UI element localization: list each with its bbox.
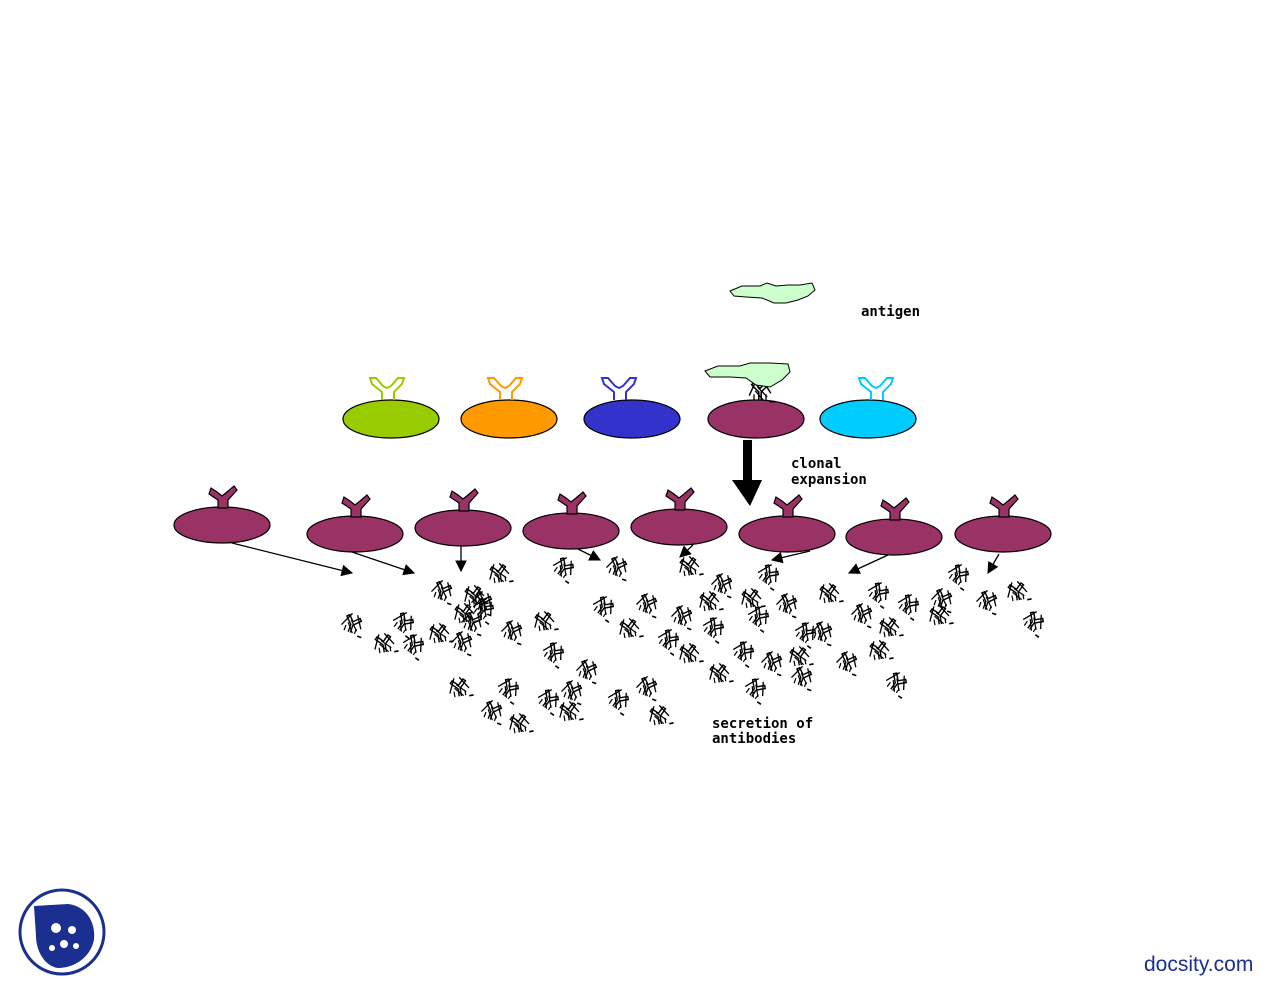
antibody-icon	[371, 630, 400, 656]
antibody-icon	[478, 697, 509, 726]
naive-cell-orange	[460, 377, 558, 439]
antibody-icon	[556, 698, 585, 724]
expansion-label: expansion	[791, 472, 867, 488]
antibody-icon	[589, 591, 622, 624]
antibody-icon	[338, 610, 369, 639]
antibody-icon	[848, 600, 879, 629]
antibody-icon	[926, 602, 955, 628]
antibody-icon	[699, 612, 732, 645]
antibody-icon	[676, 640, 705, 666]
antibody-icon	[1019, 606, 1052, 639]
docsity-brand-link[interactable]: docsity.com	[1144, 953, 1254, 976]
antibody-icon	[549, 552, 582, 585]
antibody-icon	[426, 620, 455, 646]
antibody-icon	[494, 673, 527, 706]
antibody-icon	[633, 590, 664, 619]
selected-cell	[704, 362, 805, 439]
antibody-icon	[558, 677, 589, 706]
antibody-icon	[668, 602, 699, 631]
antibody-icon	[729, 636, 762, 669]
antibody-icon	[539, 637, 572, 670]
antibody-icon	[864, 577, 897, 610]
receptor-icon	[600, 377, 638, 400]
antibody-icon	[773, 590, 804, 619]
naive-cell-blue	[583, 377, 681, 439]
antibody-icon	[486, 560, 515, 586]
receptor-icon	[368, 377, 406, 400]
expanded-clones	[173, 485, 1052, 556]
antibody-icon	[603, 553, 634, 582]
receptor-icon	[857, 377, 895, 400]
clone-cell	[738, 494, 836, 553]
antigen-icon	[729, 282, 816, 304]
naive-cell-cyan	[819, 377, 917, 439]
antibody-icon	[531, 608, 560, 634]
clone-cell	[173, 485, 271, 544]
naive-cell-green	[342, 377, 440, 439]
antibody-icon	[894, 589, 927, 622]
antibody-icon	[816, 580, 845, 606]
clone-cell	[414, 488, 512, 547]
antibody-icon	[633, 673, 664, 702]
antibody-icon	[448, 628, 479, 657]
antibody-icon	[741, 673, 774, 706]
clone-cell	[845, 497, 943, 556]
antibody-icon	[758, 648, 789, 677]
antibody-icon	[866, 637, 895, 663]
antibody-icon	[389, 607, 422, 640]
antibody-icon	[754, 559, 787, 592]
bound-antigen-icon	[704, 362, 791, 388]
clone-cell	[630, 487, 728, 546]
docsity-logo-icon	[18, 888, 106, 976]
antibody-icon	[573, 656, 604, 685]
clone-cell	[522, 491, 620, 550]
antibody-icon	[833, 648, 864, 677]
antibody-icon	[944, 559, 977, 592]
antibody-icon	[706, 660, 735, 686]
secreted-antibodies	[338, 552, 1052, 736]
clone-cell	[306, 494, 404, 553]
antibodies-label: antibodies	[712, 731, 797, 747]
antibody-icon	[876, 614, 905, 640]
antibody-icon	[446, 674, 475, 700]
antibody-icon	[498, 617, 529, 646]
antibody-icon	[973, 587, 1004, 616]
antibody-icon	[646, 702, 675, 728]
antigen-label: antigen	[861, 304, 921, 320]
antibody-icon	[604, 684, 637, 717]
receptor-icon	[486, 377, 524, 400]
antibody-icon	[399, 629, 432, 662]
antibody-icon	[1004, 578, 1033, 604]
clonal-label: clonal	[791, 456, 842, 472]
antibody-icon	[654, 624, 687, 657]
antibody-icon	[788, 663, 819, 692]
antibody-icon	[676, 553, 705, 579]
antibody-icon	[744, 601, 777, 634]
expansion-arrow	[732, 440, 762, 506]
antibody-icon	[882, 667, 915, 700]
secretion-label: secretion of	[712, 716, 814, 732]
antibody-icon	[696, 588, 725, 614]
antibody-icon	[506, 710, 535, 736]
antibody-icon	[616, 615, 645, 641]
secretion-arrows	[231, 542, 1000, 577]
antibody-icon	[428, 577, 459, 606]
antibody-icon	[534, 684, 567, 717]
clone-cell	[954, 494, 1052, 553]
